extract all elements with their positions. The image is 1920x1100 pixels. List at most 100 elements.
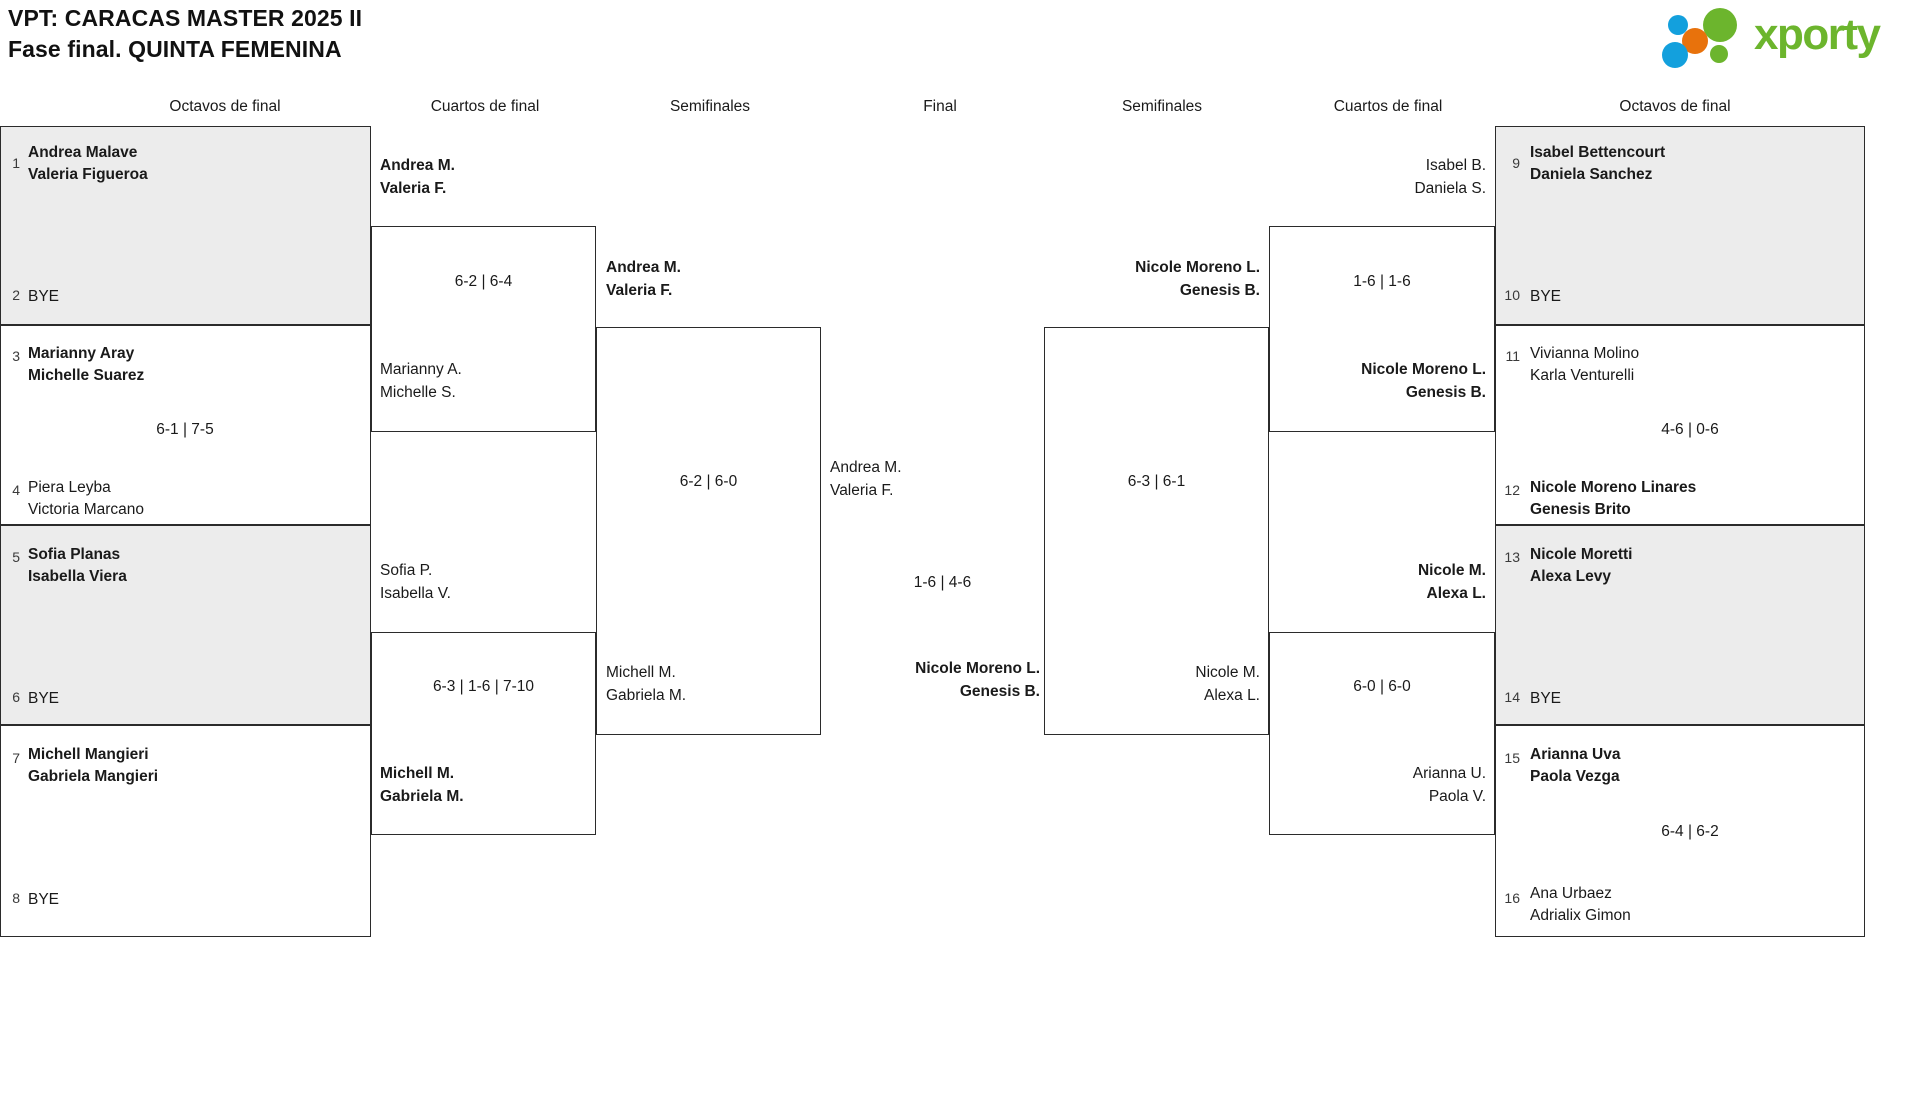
entrant-name: Alexa Levy	[1530, 568, 1611, 585]
entrant-name: Isabella V.	[380, 585, 451, 602]
round-label-left-r16: Octavos de final	[169, 98, 281, 115]
entrant-name: Marianny A.	[380, 361, 462, 378]
logo-dot-green-small	[1710, 45, 1728, 63]
seed-number: 9	[1512, 155, 1520, 171]
entrant-name: Isabella Viera	[28, 568, 127, 585]
round-label-right-r16: Octavos de final	[1619, 98, 1731, 115]
entrant-name: Daniela Sanchez	[1530, 166, 1653, 183]
champion-name: Genesis B.	[959, 683, 1040, 700]
match-score: 4-6 | 0-6	[1661, 421, 1719, 438]
entrant-name: Gabriela Mangieri	[28, 768, 159, 785]
entrant-name: Michelle S.	[380, 384, 456, 401]
entrant-bye: BYE	[28, 288, 60, 305]
entrant-name: Arianna Uva	[1530, 746, 1621, 763]
entrant-name: Genesis B.	[1179, 282, 1260, 299]
seed-number: 16	[1504, 890, 1520, 906]
seed-number: 11	[1505, 348, 1520, 364]
finalist-top-name: Andrea M.	[830, 459, 902, 476]
match-score: 6-1 | 7-5	[156, 421, 214, 438]
entrant-name: Sofia Planas	[28, 546, 121, 563]
entrant-name: Valeria F.	[380, 180, 447, 197]
seed-number: 4	[12, 482, 20, 498]
match-score: 1-6 | 1-6	[1353, 273, 1411, 290]
entrant-name: Vivianna Molino	[1530, 345, 1640, 362]
match-box-l-r16-4[interactable]	[0, 725, 371, 937]
entrant-name: Victoria Marcano	[28, 501, 145, 518]
entrant-name: Alexa L.	[1203, 687, 1260, 704]
match-score: 6-2 | 6-0	[679, 473, 738, 490]
finalist-top-name: Valeria F.	[830, 482, 894, 499]
entrant-name: Nicole M.	[1195, 664, 1260, 681]
match-box-l-sf-1[interactable]	[596, 327, 821, 735]
match-score: 6-4 | 6-2	[1661, 823, 1719, 840]
logo-dot-blue-large	[1662, 42, 1688, 68]
match-box-r-sf-1[interactable]	[1044, 327, 1269, 735]
entrant-name: Andrea M.	[606, 259, 681, 276]
entrant-name: Isabel Bettencourt	[1530, 144, 1666, 161]
round-label-left-qf: Cuartos de final	[430, 98, 540, 115]
final-score: 1-6 | 4-6	[913, 574, 972, 591]
match-box-l-r16-3[interactable]	[0, 525, 371, 725]
entrant-name: Paola Vezga	[1530, 768, 1620, 785]
match-box-l-qf-1[interactable]	[371, 226, 596, 432]
entrant-name: Nicole Moreno L.	[1135, 259, 1260, 276]
entrant-name: Isabel B.	[1425, 157, 1486, 174]
page-header: VPT: CARACAS MASTER 2025 II Fase final. …	[0, 0, 1920, 78]
logo-dot-green-large	[1703, 8, 1737, 42]
entrant-name: Daniela S.	[1414, 180, 1486, 197]
entrant-name: Nicole Moreno L.	[1361, 361, 1486, 378]
seed-number: 2	[12, 287, 20, 303]
entrant-name: Andrea Malave	[28, 144, 138, 161]
entrant-name: Nicole Moretti	[1530, 546, 1633, 563]
match-score: 6-0 | 6-0	[1353, 678, 1411, 695]
match-box-l-r16-1[interactable]	[0, 126, 371, 325]
entrant-name: Michell Mangieri	[28, 746, 149, 763]
entrant-name: Nicole M.	[1417, 562, 1486, 579]
entrant-name: Gabriela M.	[606, 687, 687, 704]
entrant-name: Andrea M.	[380, 157, 455, 174]
match-box-l-qf-2[interactable]	[371, 632, 596, 835]
logo-wordmark: xporty	[1754, 10, 1881, 59]
entrant-name: Valeria F.	[606, 282, 673, 299]
entrant-name: Nicole Moreno Linares	[1530, 479, 1697, 496]
entrant-name: Michell M.	[606, 664, 676, 681]
match-box-r-r16-1[interactable]	[1495, 126, 1865, 325]
entrant-name: Marianny Aray	[28, 345, 135, 362]
entrant-bye: BYE	[28, 891, 60, 908]
match-box-l-r16-2[interactable]	[0, 325, 371, 525]
entrant-name: Genesis Brito	[1530, 501, 1631, 518]
seed-number: 13	[1504, 549, 1520, 565]
entrant-name: Gabriela M.	[380, 788, 464, 805]
entrant-name: Sofia P.	[380, 562, 433, 579]
entrant-name: Alexa L.	[1426, 585, 1486, 602]
tournament-subtitle: Fase final. QUINTA FEMENINA	[8, 36, 342, 62]
match-score: 6-2 | 6-4	[454, 273, 513, 290]
seed-number: 15	[1504, 750, 1520, 766]
match-box-r-r16-2[interactable]	[1495, 325, 1865, 525]
match-box-r-r16-3[interactable]	[1495, 525, 1865, 725]
entrant-name: Ana Urbaez	[1530, 885, 1612, 902]
match-box-r-qf-2[interactable]	[1269, 632, 1495, 835]
entrant-name: Paola V.	[1428, 788, 1486, 805]
match-box-r-r16-4[interactable]	[1495, 725, 1865, 937]
seed-number: 3	[12, 348, 20, 364]
entrant-name: Genesis B.	[1405, 384, 1486, 401]
round-label-left-sf: Semifinales	[669, 98, 751, 115]
entrant-name: Michell M.	[380, 765, 455, 782]
match-box-r-qf-1[interactable]	[1269, 226, 1495, 432]
round-label-right-sf: Semifinales	[1121, 98, 1203, 115]
seed-number: 14	[1504, 689, 1520, 705]
xporty-logo[interactable]: xporty	[1662, 4, 1912, 68]
seed-number: 10	[1504, 287, 1520, 303]
entrant-name: Karla Venturelli	[1530, 367, 1635, 384]
seed-number: 6	[12, 689, 20, 705]
seed-number: 12	[1504, 482, 1520, 498]
round-label-final: Final	[923, 98, 957, 115]
tournament-title: VPT: CARACAS MASTER 2025 II	[8, 5, 363, 31]
entrant-name: Michelle Suarez	[28, 367, 145, 384]
entrant-name: Piera Leyba	[28, 479, 111, 496]
entrant-name: Arianna U.	[1412, 765, 1486, 782]
entrant-bye: BYE	[1530, 690, 1562, 707]
seed-number: 5	[12, 549, 20, 565]
seed-number: 7	[12, 750, 20, 766]
